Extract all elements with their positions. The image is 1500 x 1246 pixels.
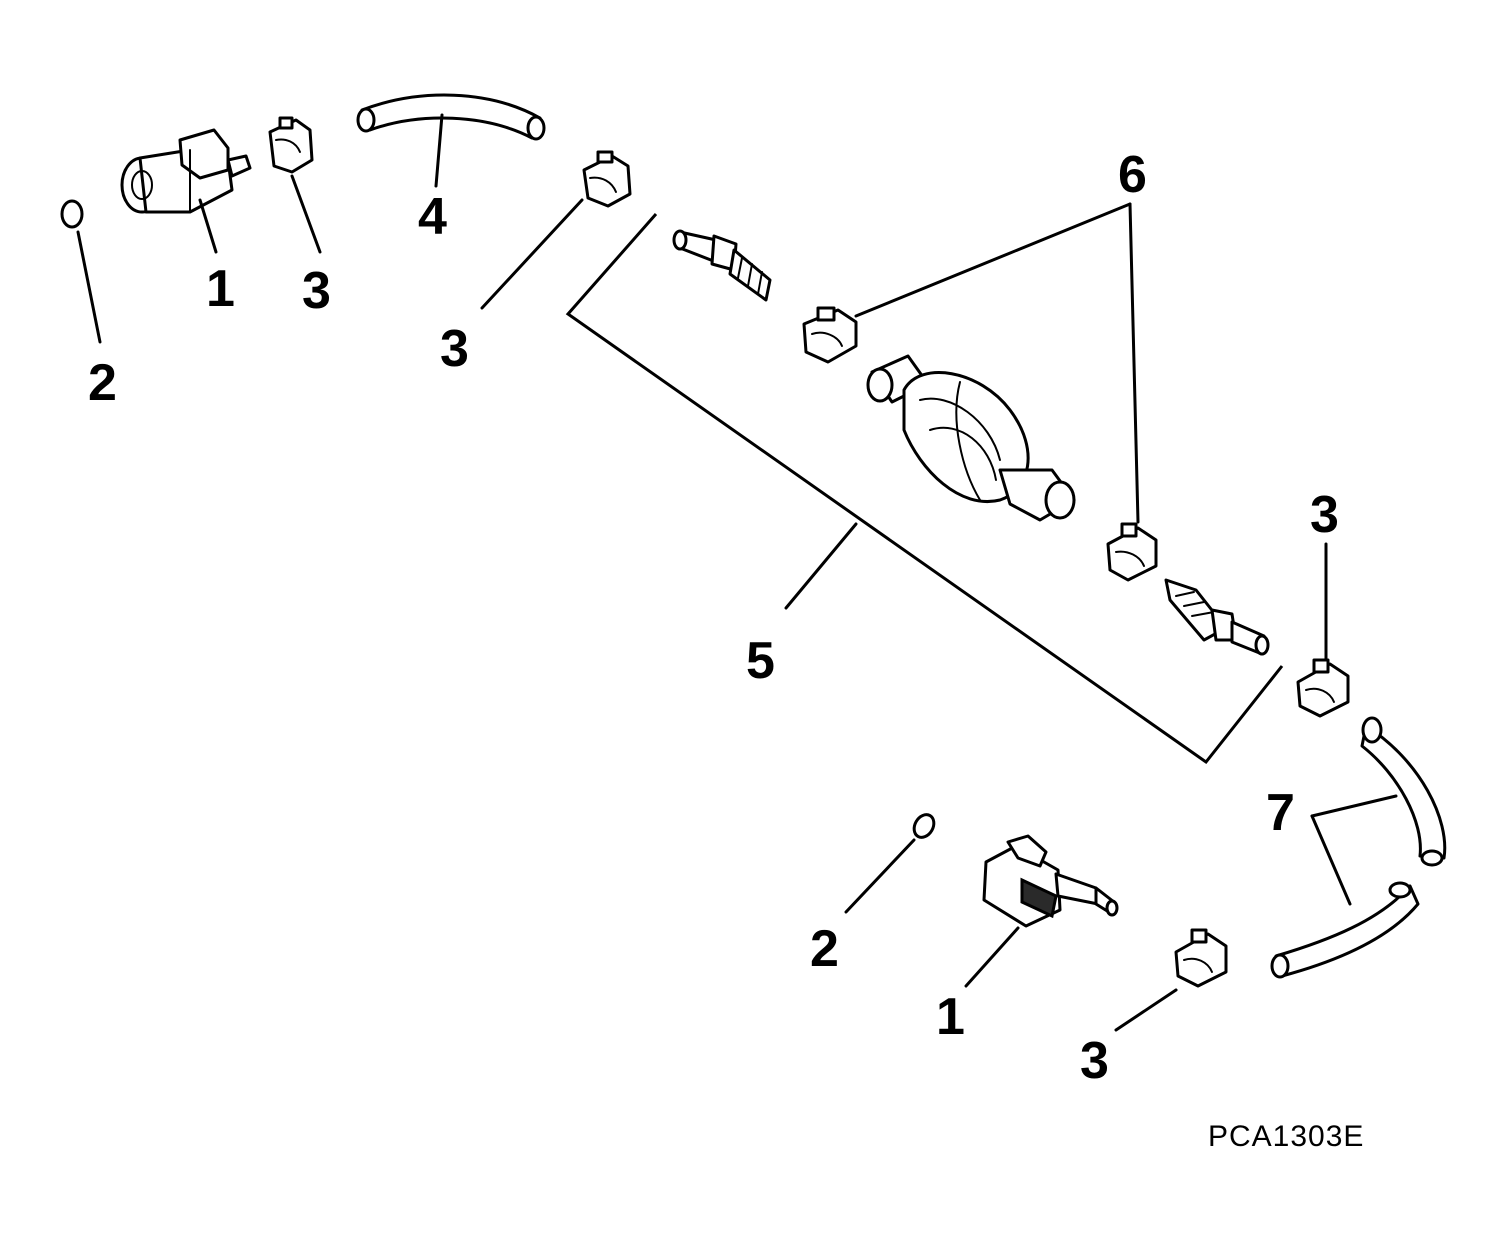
leader-line-1-bottom <box>964 926 1020 988</box>
callout-2-top: 2 <box>88 354 117 412</box>
callout-3-bottom: 3 <box>1080 1032 1109 1090</box>
callout-1-bottom: 1 <box>936 988 965 1046</box>
hose-clamp-icon <box>1296 658 1350 718</box>
callout-4: 4 <box>418 188 447 246</box>
callout-3-right: 3 <box>1310 486 1339 544</box>
leader-line-5 <box>784 522 858 610</box>
callout-3-top-a: 3 <box>302 262 331 320</box>
primer-bulb-icon <box>866 354 1076 522</box>
callout-2-bottom: 2 <box>810 920 839 978</box>
leader-line-7-a <box>1310 794 1398 818</box>
fuel-connector-icon <box>982 834 1119 928</box>
fuel-hose-icon <box>1360 716 1447 867</box>
leader-line-3-top-a <box>290 174 322 254</box>
leader-line-6-b <box>1128 202 1140 524</box>
callout-5: 5 <box>746 632 775 690</box>
callout-6: 6 <box>1118 146 1147 204</box>
callout-3-top-b: 3 <box>440 320 469 378</box>
assembly-bracket <box>565 213 1284 765</box>
leader-line-7-b <box>1310 814 1352 906</box>
leader-line-4 <box>434 113 444 188</box>
hose-clamp-icon <box>268 116 314 174</box>
figure-reference-code: PCA1303E <box>1208 1120 1364 1153</box>
leader-line-3-bottom <box>1114 988 1178 1032</box>
o-ring-icon <box>912 813 936 839</box>
o-ring-icon <box>60 199 84 229</box>
callout-1-top: 1 <box>206 260 235 318</box>
leader-line-1-top <box>198 198 218 254</box>
hose-fitting-icon <box>1164 578 1270 656</box>
leader-line-2-top <box>76 230 102 344</box>
leader-line-3-top-b <box>480 198 584 310</box>
hose-fitting-icon <box>672 229 772 302</box>
hose-clamp-icon <box>1174 928 1228 988</box>
fuel-hose-icon <box>356 93 546 141</box>
fuel-connector-icon <box>120 128 252 214</box>
leader-line-2-bottom <box>844 838 916 914</box>
hose-clamp-icon <box>582 150 632 208</box>
hose-clamp-icon <box>802 306 858 364</box>
fuel-hose-icon <box>1270 881 1420 979</box>
hose-clamp-icon <box>1106 522 1158 582</box>
leader-line-6-a <box>854 202 1132 318</box>
callout-7: 7 <box>1266 784 1295 842</box>
